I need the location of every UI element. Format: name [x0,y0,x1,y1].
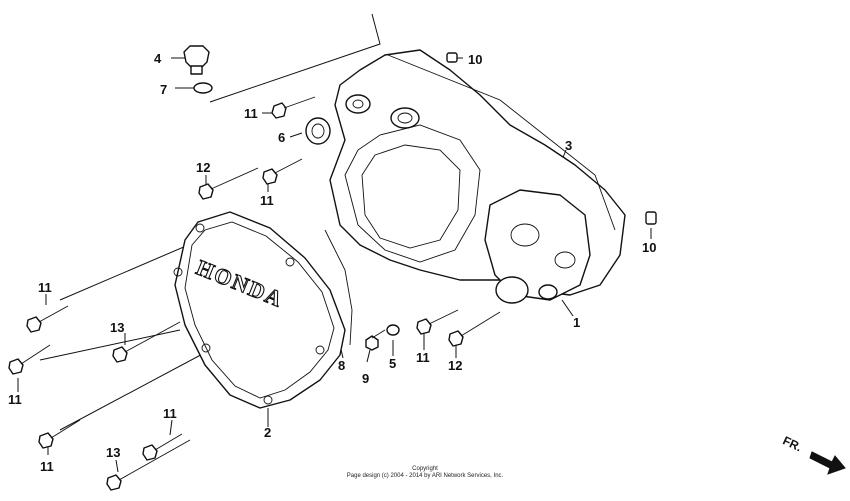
oil-seal [305,117,331,145]
bolt-9 [365,329,386,351]
bolt-11-bottom [38,419,81,449]
callout-11-left: 11 [38,280,52,295]
callout-6: 6 [278,130,285,145]
sealing-washer [386,324,400,336]
crankcase-cover-assembly [329,49,626,304]
bolt-13-bottom [106,439,191,491]
bolt-11-bottom-mid [142,433,183,461]
callout-11-bottom: 11 [40,459,54,474]
copyright-title: Copyright [412,466,438,472]
front-arrow-icon [809,451,846,475]
callout-11-right: 11 [416,350,430,365]
bolt-12-upper [198,167,259,200]
bolt-11-left [26,305,69,333]
cover-gasket [324,229,353,346]
callout-7: 7 [160,82,167,97]
callout-8: 8 [338,358,345,373]
callout-10-upper: 10 [468,52,482,67]
callout-9: 9 [362,371,369,386]
bolt-11-upper [271,96,316,119]
o-ring [193,82,213,94]
direction-label: FR. [781,433,804,454]
oil-filler-cap [183,45,210,75]
bolt-11-left-lower [8,344,51,375]
dowel-pin-lower [645,211,657,225]
callout-13-left: 13 [110,320,124,335]
callout-13-bottom: 13 [106,445,120,460]
callout-11-left-lower: 11 [8,392,22,407]
callout-labels: 1 2 3 4 5 6 7 8 9 10 10 11 11 11 11 11 1… [8,51,656,474]
callout-11-bottom-mid: 11 [163,406,177,421]
bolt-12-right [448,311,501,347]
copyright-text: Page design (c) 2004 - 2014 by ARI Netwo… [346,473,504,479]
callout-11-upper: 11 [244,106,258,121]
bolts [8,96,501,491]
callout-12-right: 12 [448,358,462,373]
dowel-pin-upper [446,52,458,63]
callout-12-upper: 12 [196,160,210,175]
callout-3: 3 [565,138,572,153]
bolt-11-right [416,309,459,335]
bolt-13-left [112,321,181,363]
callout-11-mid: 11 [260,193,274,208]
callout-4: 4 [154,51,162,66]
clutch-cover: HONDA [173,211,346,409]
callout-2: 2 [264,425,271,440]
callout-5: 5 [389,356,396,371]
callout-1: 1 [573,315,580,330]
bolt-11-mid [262,158,303,185]
callout-10-lower: 10 [642,240,656,255]
